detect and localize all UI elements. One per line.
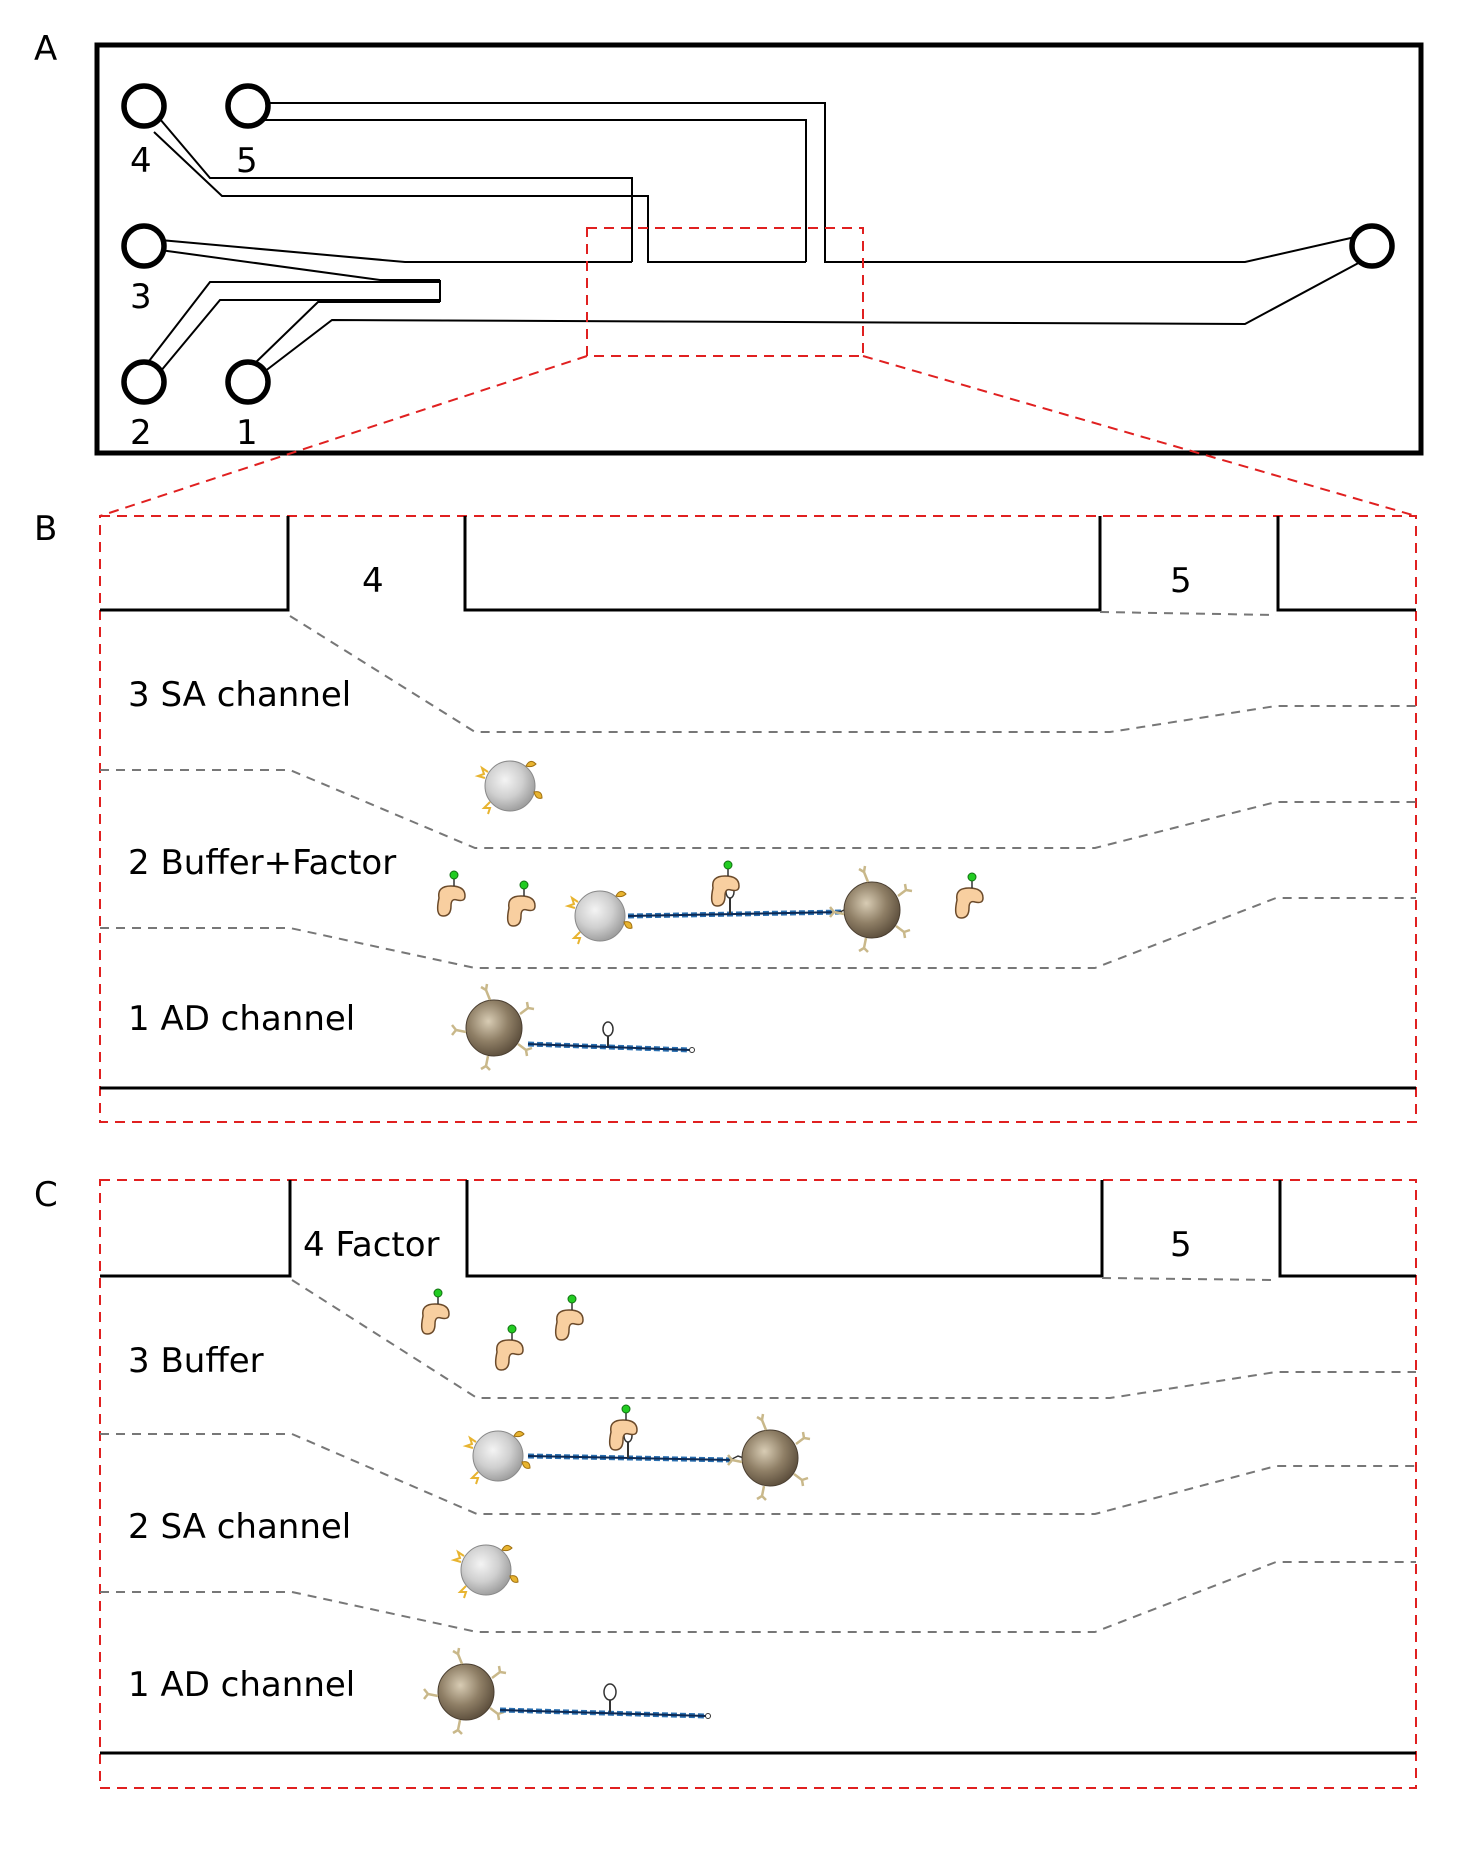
ad-bead-icon <box>422 1646 508 1736</box>
dna-tether-icon <box>527 1453 745 1463</box>
factor-protein-icon <box>436 870 466 917</box>
ad-bead-icon <box>450 982 536 1072</box>
panel-b-inlet-4: 4 <box>362 561 384 601</box>
zoom-line-right <box>862 355 1417 517</box>
wall-left <box>100 1180 292 1278</box>
sa-bead-icon <box>453 1544 519 1599</box>
factor-protein-icon <box>954 872 984 919</box>
port-1-icon <box>225 359 271 405</box>
chip-channels <box>145 102 1365 373</box>
panel-c-letter: C <box>34 1175 58 1215</box>
factor-protein-icon <box>506 880 536 927</box>
port-5-label: 5 <box>236 141 258 181</box>
wall-left <box>100 516 290 612</box>
outlet-port-icon <box>1349 223 1395 269</box>
port-3-label: 3 <box>130 277 152 317</box>
panel-b-letter: B <box>34 509 57 549</box>
panel-c-channel-2: 2 SA channel <box>128 1507 351 1547</box>
port-1-label: 1 <box>236 413 258 453</box>
panel-b-channel-3: 3 SA channel <box>128 675 351 715</box>
panel-a: A 4 5 3 2 <box>34 29 1424 517</box>
wall-right <box>1276 516 1416 612</box>
port-2-label: 2 <box>130 413 152 453</box>
panel-c-frame <box>99 1179 1417 1789</box>
panel-c-inlet-4: 4 Factor <box>303 1225 440 1265</box>
port-4-icon <box>121 83 167 129</box>
panel-b-channel-1: 1 AD channel <box>128 999 355 1039</box>
panel-c-inlet-5: 5 <box>1170 1225 1192 1265</box>
dna-hairpin-icon <box>527 1021 695 1053</box>
port-3-icon <box>121 223 167 269</box>
port-5-icon <box>225 83 271 129</box>
factor-protein-icon <box>494 1324 524 1371</box>
dna-hairpin-icon <box>499 1683 711 1719</box>
dna-tether-icon <box>627 907 855 919</box>
panel-b-frame <box>99 515 1417 1123</box>
zoom-line-left <box>99 355 588 517</box>
wall-right <box>1278 1180 1416 1278</box>
factor-protein-icon <box>554 1294 584 1341</box>
factor-protein-icon <box>710 860 740 907</box>
port-4-label: 4 <box>130 141 152 181</box>
panel-b-channel-2: 2 Buffer+Factor <box>128 843 396 883</box>
wall-middle <box>463 516 1102 612</box>
panel-a-letter: A <box>34 29 57 69</box>
panel-b-inlet-5: 5 <box>1170 561 1192 601</box>
ad-bead-icon <box>828 864 914 954</box>
panel-c: C 4 Factor 5 3 Buffer 2 SA channel 1 AD … <box>34 1175 1417 1789</box>
panel-c-channel-1: 1 AD channel <box>128 1665 355 1705</box>
panel-c-channel-3: 3 Buffer <box>128 1341 264 1381</box>
sa-bead-icon <box>477 760 543 815</box>
wall-middle <box>465 1180 1104 1278</box>
factor-protein-icon <box>608 1404 638 1451</box>
factor-protein-icon <box>420 1288 450 1335</box>
zoom-region <box>586 227 864 357</box>
sa-bead-icon <box>567 890 633 945</box>
sa-bead-icon <box>465 1430 531 1485</box>
port-2-icon <box>121 359 167 405</box>
chip-outline <box>94 42 1424 456</box>
panel-b: B 4 5 3 SA channel 2 Buffer+Factor 1 AD … <box>34 509 1417 1123</box>
